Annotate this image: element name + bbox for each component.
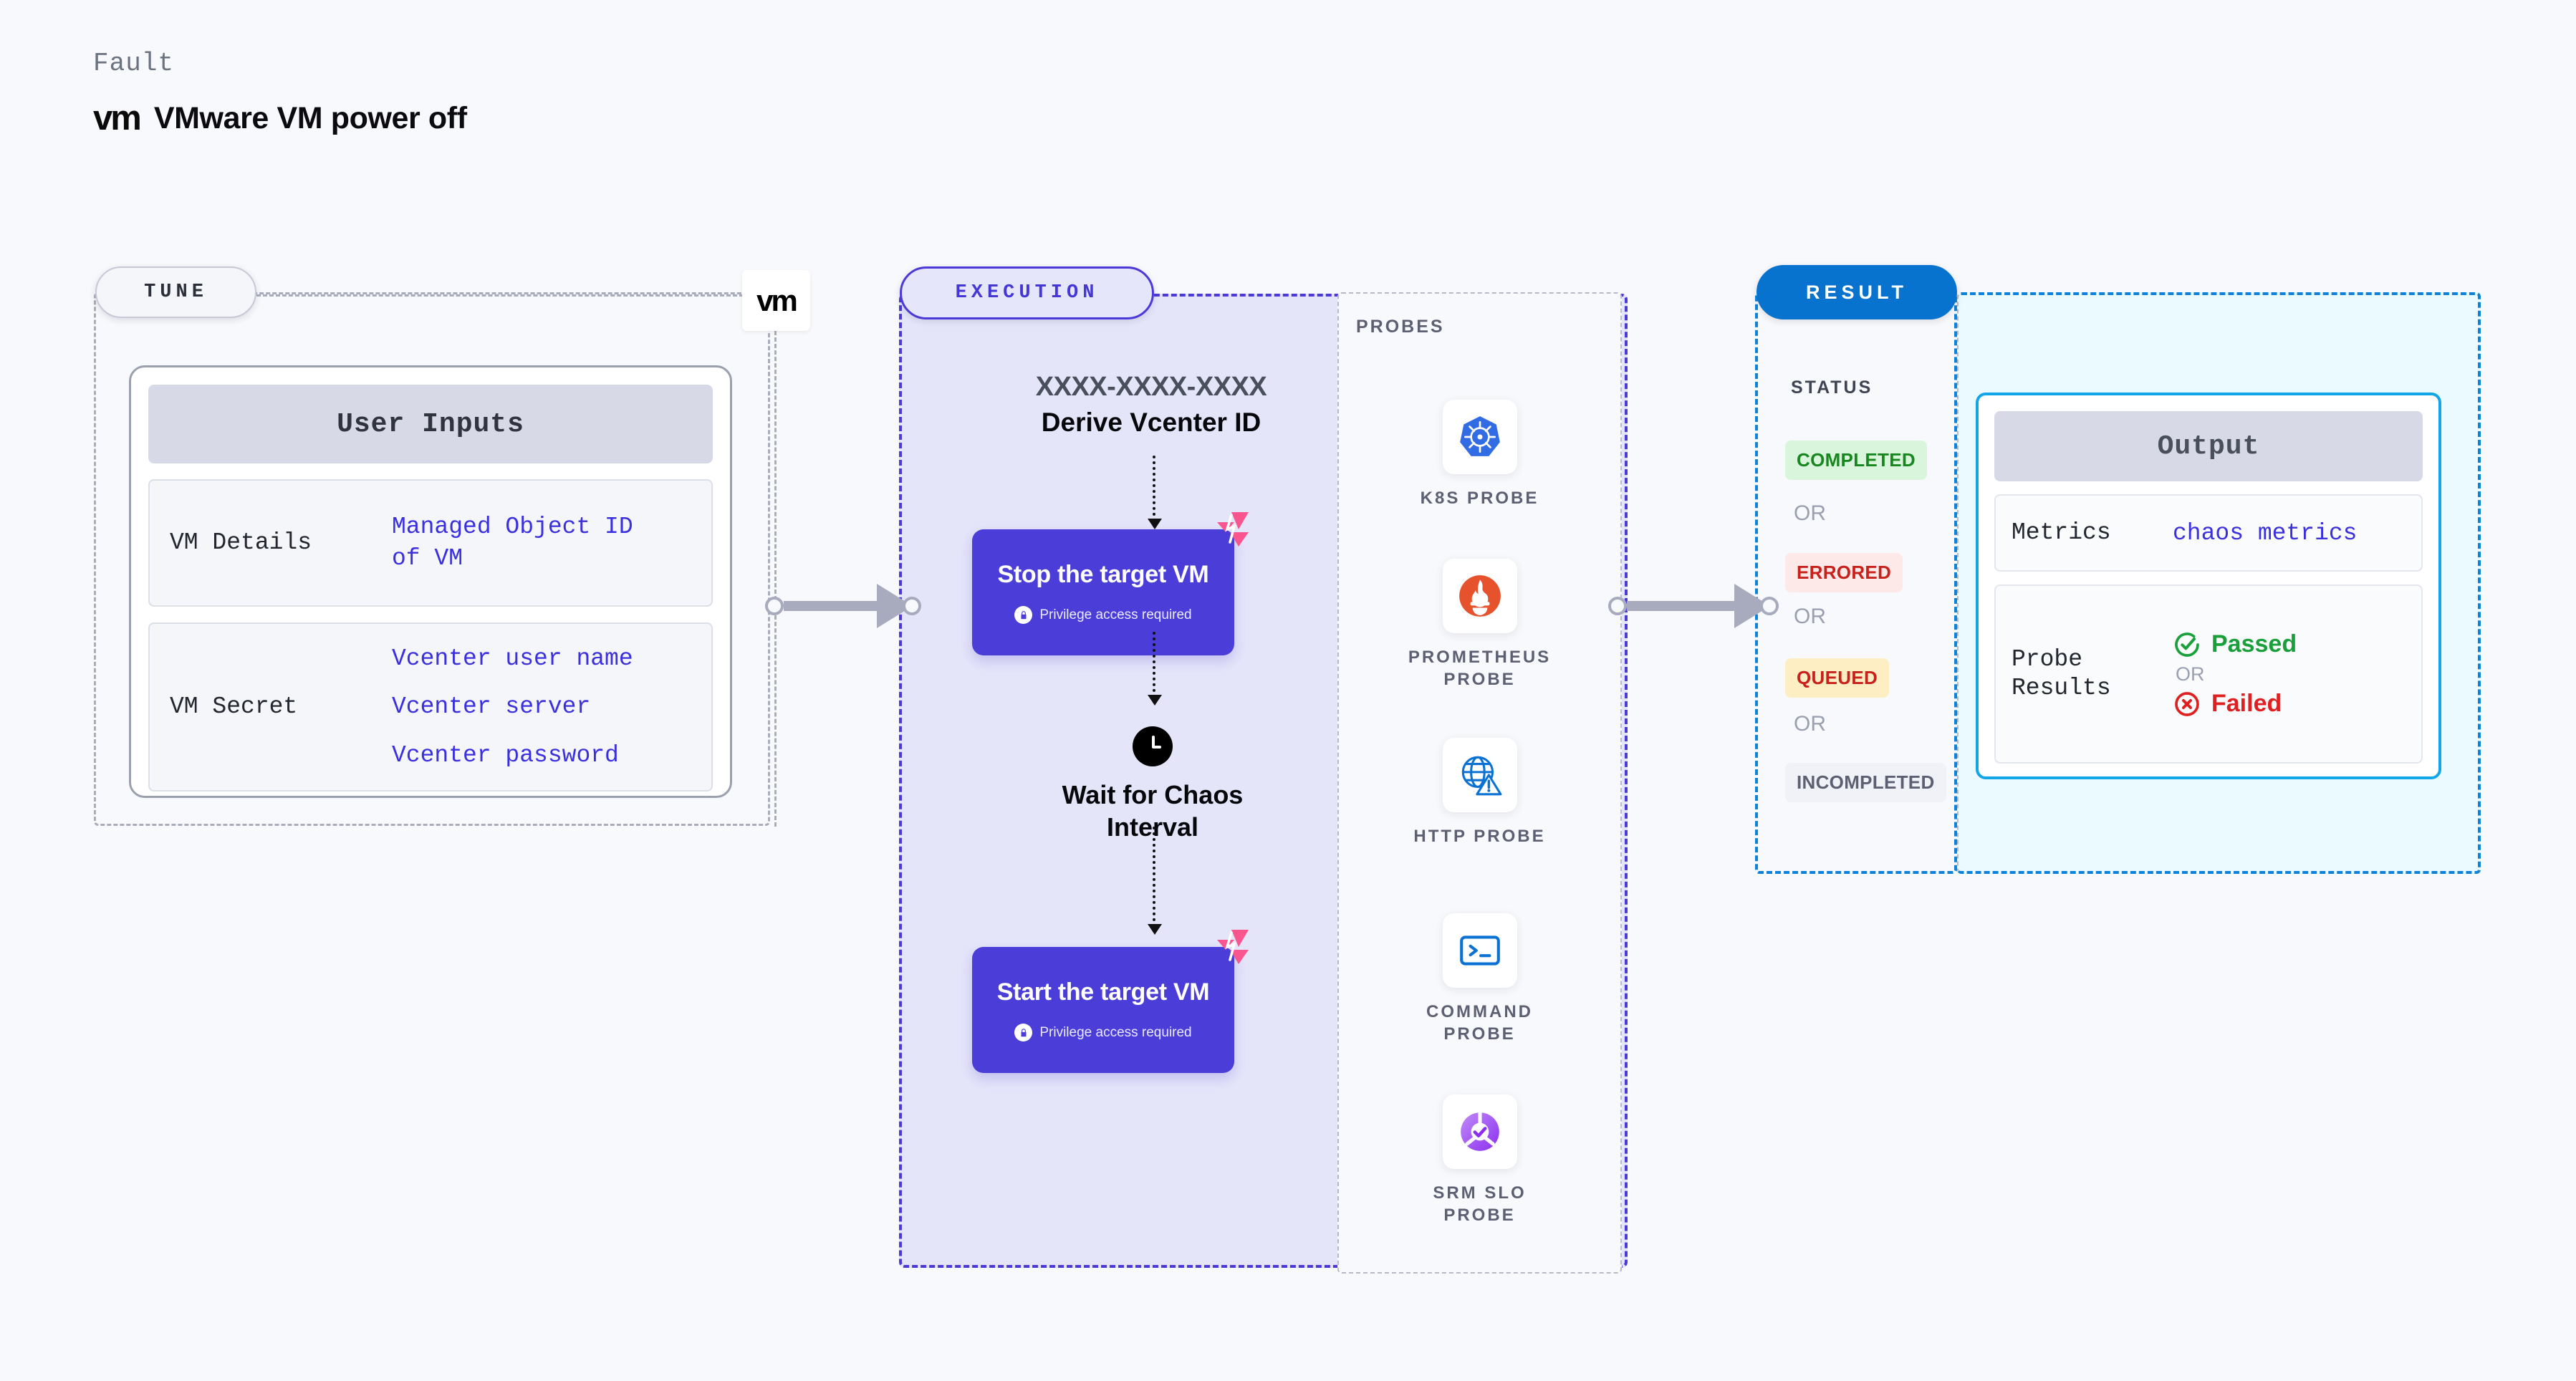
connector-tune-to-execution (765, 584, 921, 628)
probe-result-failed: Failed (2173, 690, 2297, 718)
vmware-badge-wordmark: vm (756, 283, 798, 317)
probe-label: HTTP PROBE (1413, 827, 1546, 846)
connector-shaft (1627, 601, 1736, 611)
output-value-chaos-metrics[interactable]: chaos metrics (2173, 519, 2358, 547)
probe-item-http[interactable]: HTTP PROBE (1339, 738, 1620, 847)
probes-label: PROBES (1356, 317, 1445, 337)
input-row-vm-details[interactable]: VM Details Managed Object ID of VM (148, 479, 713, 607)
value-vcenter-server: Vcenter server (392, 693, 591, 721)
wait-line-1: Wait for Chaos (1062, 780, 1244, 809)
probe-result-values: Passed OR Failed (2173, 630, 2297, 718)
flow-arrow-icon-1 (1148, 456, 1162, 529)
failed-label: Failed (2211, 690, 2282, 717)
lock-icon (1014, 606, 1033, 624)
connector-start-dot (1608, 597, 1627, 615)
execution-pill-label: EXECUTION (955, 282, 1099, 304)
terminal-icon (1442, 913, 1517, 988)
flow-arrow-icon-2 (1148, 632, 1162, 706)
connector-start-dot (765, 597, 784, 615)
result-status-column: STATUS COMPLETED OR ERRORED OR QUEUED OR… (1755, 292, 1957, 874)
connector-end-dot (1760, 597, 1779, 615)
tune-section (94, 292, 770, 826)
clock-icon (1133, 726, 1173, 766)
derive-vcenter-id-label: Derive Vcenter ID (1041, 408, 1261, 437)
input-row-vm-secret[interactable]: VM Secret Vcenter user name Vcenter serv… (148, 622, 713, 791)
title-row: vm VMware VM power off (93, 101, 467, 136)
status-badge-incompleted: INCOMPLETED (1785, 763, 1946, 802)
probe-label: K8S PROBE (1420, 489, 1539, 508)
privilege-row: Privilege access required (1014, 606, 1192, 624)
check-circle-icon (2175, 632, 2199, 657)
input-values-vm-details: Managed Object ID of VM (392, 511, 633, 574)
probe-result-passed: Passed (2173, 630, 2297, 659)
kubernetes-icon (1442, 400, 1517, 474)
input-key-vm-details: VM Details (170, 529, 312, 557)
output-key-metrics: Metrics (2012, 519, 2111, 546)
page-header: Fault vm VMware VM power off (93, 49, 467, 136)
input-key-vm-secret: VM Secret (170, 693, 298, 721)
probe-result-or-label: OR (2176, 663, 2205, 685)
value-vcenter-password: Vcenter password (392, 741, 619, 769)
value-of-vm: of VM (392, 545, 463, 572)
prometheus-icon (1442, 559, 1517, 633)
execution-pill[interactable]: EXECUTION (900, 266, 1154, 319)
connector-execution-to-result (1608, 584, 1779, 628)
step-title: Stop the target VM (997, 561, 1209, 588)
output-row-metrics[interactable]: Metrics chaos metrics (1994, 494, 2423, 572)
vmware-badge-icon: vm (742, 270, 810, 331)
user-inputs-title: User Inputs (148, 385, 713, 463)
user-inputs-card: User Inputs VM Details Managed Object ID… (129, 365, 732, 798)
derive-vcenter-id-value: XXXX-XXXX-XXXX (1035, 372, 1267, 402)
status-label: STATUS (1791, 377, 1873, 398)
tune-right-dashed-border (774, 331, 777, 827)
probe-item-k8s[interactable]: K8S PROBE (1339, 400, 1620, 509)
lock-icon (1014, 1024, 1033, 1041)
harness-logo-icon (1217, 930, 1249, 964)
tune-pill-label: TUNE (144, 282, 208, 303)
privilege-text: Privilege access required (1039, 607, 1192, 622)
harness-logo-icon (1217, 512, 1249, 547)
status-or-label-2: OR (1794, 605, 1826, 628)
tune-pill-connector-line (256, 294, 744, 297)
srm-slo-icon (1442, 1094, 1517, 1169)
tune-pill[interactable]: TUNE (95, 266, 256, 318)
connector-shaft (784, 601, 878, 611)
connector-end-dot (903, 597, 921, 615)
privilege-row: Privilege access required (1014, 1024, 1192, 1041)
result-pill-label: RESULT (1806, 281, 1908, 303)
status-or-label-1: OR (1794, 501, 1826, 525)
privilege-text: Privilege access required (1039, 1024, 1192, 1040)
status-badge-errored: ERRORED (1785, 553, 1903, 592)
fault-kicker: Fault (93, 49, 175, 78)
http-globe-warning-icon (1442, 738, 1517, 812)
output-title: Output (1994, 411, 2423, 481)
page-title: VMware VM power off (153, 101, 467, 135)
vmware-wordmark-icon: vm (93, 99, 142, 138)
status-badge-queued: QUEUED (1785, 658, 1890, 698)
status-or-label-3: OR (1794, 712, 1826, 736)
value-vcenter-user-name: Vcenter user name (392, 645, 633, 672)
status-badge-completed: COMPLETED (1785, 441, 1927, 480)
value-managed-object-id: Managed Object ID (392, 514, 633, 541)
passed-label: Passed (2211, 630, 2297, 658)
step-title: Start the target VM (996, 978, 1210, 1006)
step-stop-target-vm[interactable]: Stop the target VM Privilege access requ… (972, 512, 1249, 655)
x-circle-icon (2175, 691, 2199, 716)
flow-arrow-icon-3 (1148, 827, 1162, 935)
input-values-vm-secret: Vcenter user name Vcenter server Vcenter… (392, 643, 633, 771)
wait-for-chaos-interval-label: Wait for Chaos Interval (1031, 779, 1274, 843)
step-start-target-vm[interactable]: Start the target VM Privilege access req… (972, 930, 1249, 1073)
result-pill[interactable]: RESULT (1756, 265, 1957, 319)
